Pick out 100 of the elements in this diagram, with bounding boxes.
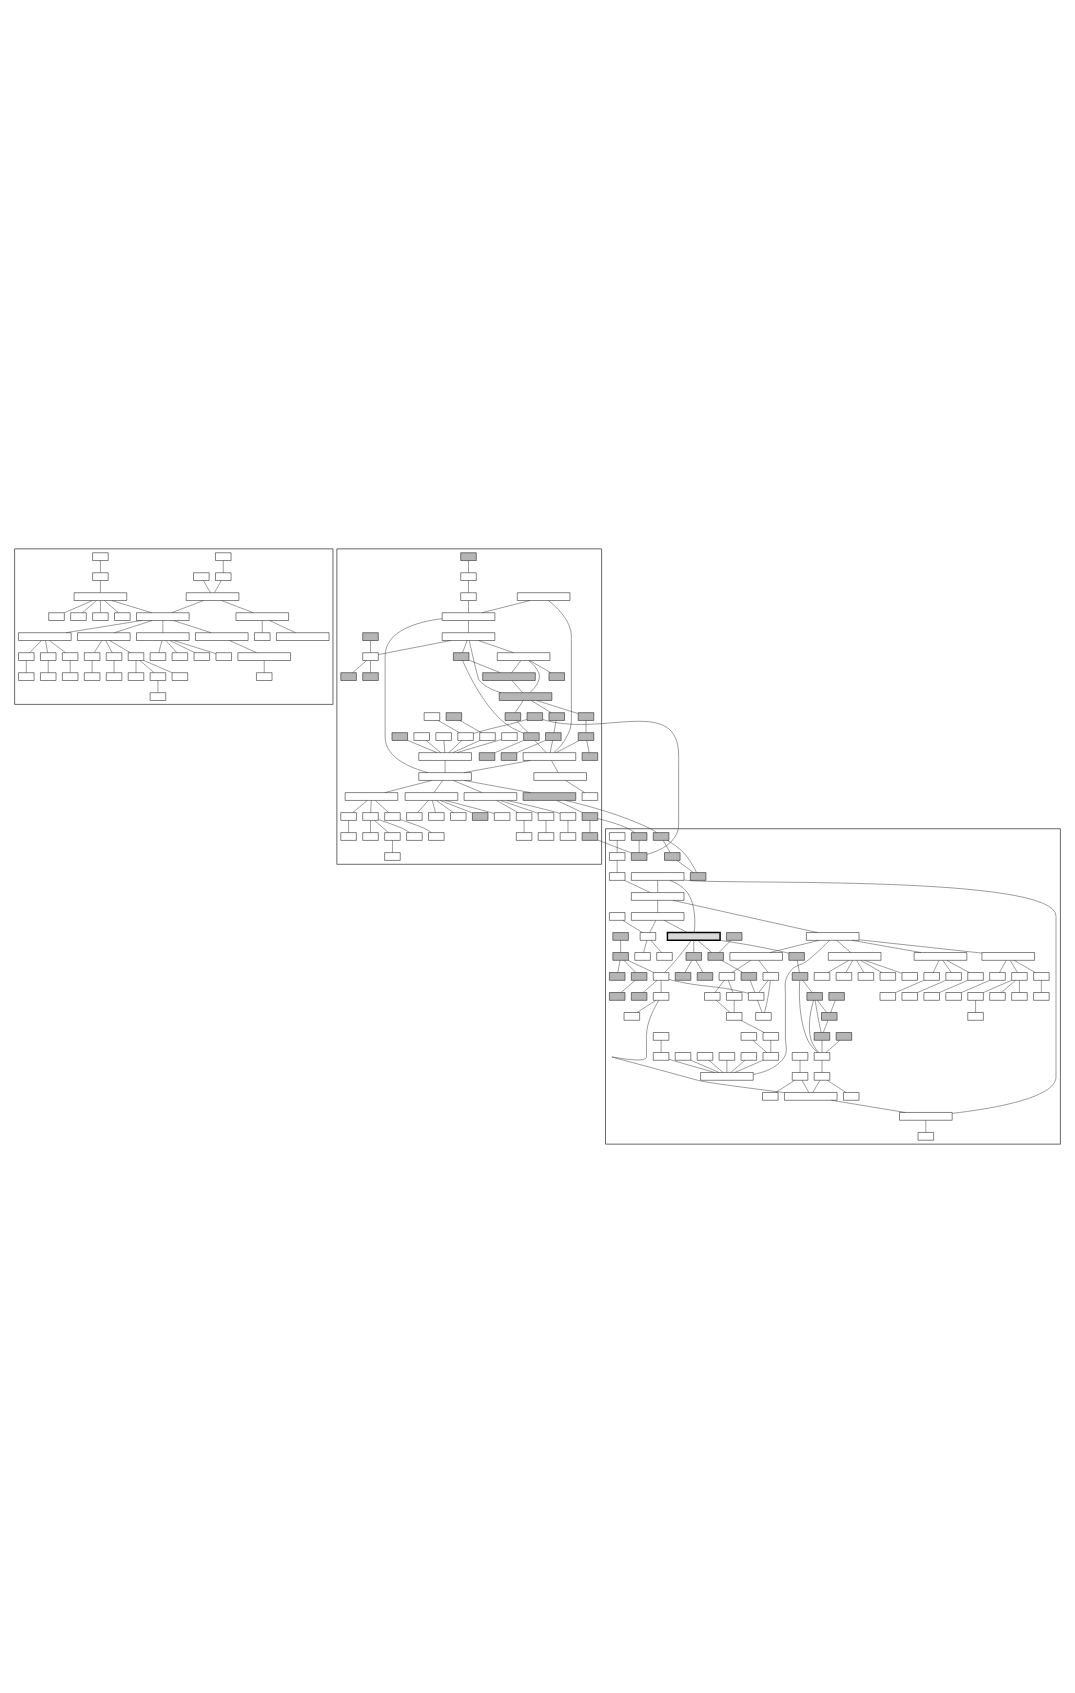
node-box — [923, 972, 940, 981]
node-box — [344, 792, 399, 801]
connector — [378, 819, 410, 833]
node-box — [748, 992, 765, 1001]
node-box — [362, 812, 379, 821]
connector — [407, 740, 438, 753]
node-box — [18, 652, 35, 661]
connector — [463, 780, 531, 793]
node-box — [762, 1092, 779, 1101]
connector — [553, 720, 557, 733]
connector — [506, 800, 561, 814]
connector — [229, 640, 257, 653]
connector — [757, 1000, 763, 1013]
connector — [620, 980, 636, 993]
node-box — [127, 672, 145, 681]
connector — [917, 980, 947, 993]
node-box — [675, 1052, 692, 1061]
connector — [221, 600, 254, 613]
node-box — [106, 652, 123, 661]
node-box — [185, 592, 240, 601]
connector — [549, 740, 553, 753]
connector — [662, 840, 671, 853]
connector — [109, 640, 131, 653]
node-box — [726, 932, 743, 941]
node-box — [923, 992, 940, 1001]
node-box — [523, 732, 540, 741]
node-box — [696, 972, 713, 981]
connector — [946, 960, 970, 973]
node-box — [609, 972, 626, 981]
connector — [616, 840, 618, 853]
connector — [452, 740, 480, 753]
connector — [695, 960, 704, 973]
connector — [642, 980, 658, 993]
node-box — [945, 992, 962, 1001]
node-box — [114, 612, 131, 621]
node-box — [428, 832, 445, 841]
node-box — [136, 632, 190, 641]
connector — [468, 660, 501, 673]
connector — [456, 739, 502, 753]
connector — [511, 680, 523, 693]
node-box — [828, 992, 845, 1001]
node-box — [729, 952, 783, 961]
node-box — [653, 1052, 670, 1061]
connector — [693, 940, 694, 953]
connector — [1001, 980, 1016, 993]
node-box — [545, 732, 562, 741]
connector — [437, 720, 460, 733]
node-box — [821, 1012, 838, 1021]
connector — [531, 700, 552, 713]
node-box — [62, 652, 79, 661]
node-box — [479, 752, 496, 761]
node-box — [664, 852, 681, 861]
node-box — [806, 992, 823, 1001]
node-box — [406, 832, 423, 841]
node-box — [404, 792, 459, 801]
node-box — [762, 972, 779, 981]
connector — [718, 940, 732, 953]
connector — [939, 980, 968, 993]
connector — [139, 660, 155, 673]
connector — [100, 600, 101, 613]
connector — [851, 940, 922, 953]
connector — [94, 640, 102, 653]
node-box — [92, 572, 109, 581]
connector — [468, 620, 469, 633]
connector — [135, 660, 137, 673]
connector — [669, 880, 696, 933]
connector — [494, 740, 524, 753]
node-box — [362, 832, 379, 841]
connector — [82, 600, 97, 613]
connector — [864, 960, 903, 974]
node-box — [460, 552, 477, 561]
node-box — [879, 992, 896, 1001]
node-box — [391, 732, 408, 741]
node-box — [526, 712, 543, 721]
connector — [157, 680, 159, 693]
connector — [370, 820, 371, 833]
connector — [171, 600, 204, 613]
node-box — [460, 592, 477, 601]
connector — [48, 660, 49, 673]
connector — [400, 819, 432, 833]
connector — [462, 660, 524, 734]
connector — [856, 960, 865, 973]
connector — [836, 940, 851, 953]
connector — [1014, 960, 1036, 973]
connector — [672, 900, 818, 933]
node-box — [237, 652, 291, 661]
node-box — [813, 1052, 831, 1061]
connector — [1019, 980, 1020, 993]
node-box — [497, 652, 551, 661]
node-box — [879, 972, 896, 981]
node-box — [494, 812, 511, 821]
node-box — [48, 612, 65, 621]
connector — [801, 1080, 810, 1093]
connector — [468, 560, 469, 573]
connector — [933, 960, 940, 973]
connector — [812, 1080, 821, 1093]
connector — [536, 700, 579, 714]
connector — [352, 660, 367, 673]
node-box — [517, 592, 571, 601]
connector — [858, 939, 983, 954]
